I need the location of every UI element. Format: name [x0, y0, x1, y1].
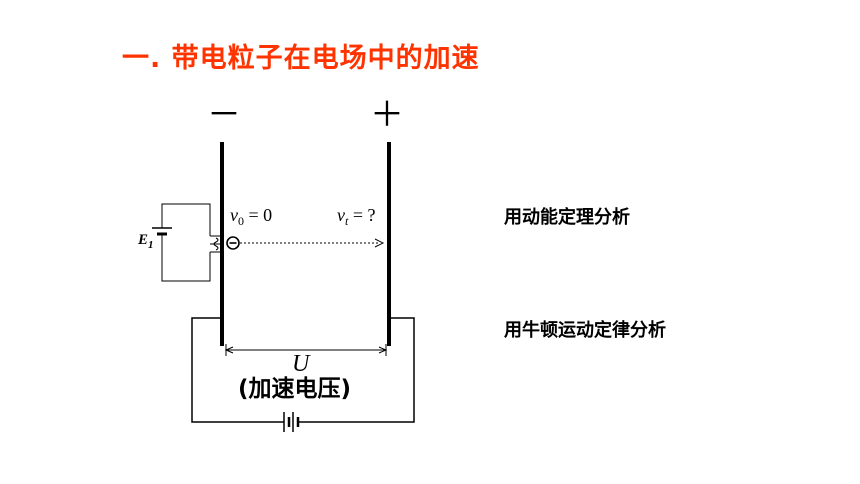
e1-label: E1 — [137, 232, 154, 251]
minus-sign: － — [207, 95, 241, 135]
newton-method-note: 用牛顿运动定律分析 — [504, 320, 666, 341]
emitter-circuit — [152, 203, 222, 282]
trajectory-arrowhead — [374, 238, 385, 248]
plus-sign: ＋ — [370, 95, 404, 135]
voltage-caption: (加速电压) — [238, 375, 351, 402]
v0-label: v0 = 0 — [230, 205, 272, 228]
outer-circuit — [191, 317, 415, 423]
energy-method-note: 用动能定理分析 — [504, 207, 630, 228]
voltage-symbol: U — [292, 351, 311, 377]
page-title: 一. 带电粒子在电场中的加速 — [122, 43, 480, 74]
vt-label: vt = ? — [337, 205, 375, 228]
filament-coil — [213, 237, 219, 251]
battery-icon — [283, 412, 300, 432]
